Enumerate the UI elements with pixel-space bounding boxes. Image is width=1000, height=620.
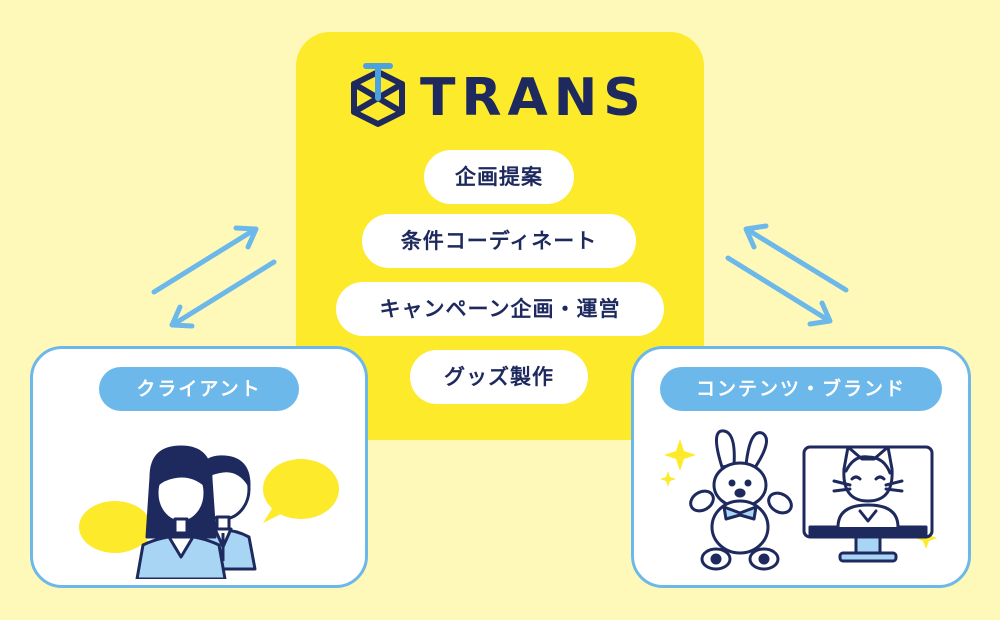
client-card: クライアント	[30, 346, 368, 588]
trans-logo-mark-icon	[351, 63, 405, 127]
service-goods: グッズ製作	[410, 350, 588, 404]
contents-brand-card: コンテンツ・ブランド	[631, 346, 971, 588]
service-proposal: 企画提案	[424, 150, 574, 204]
trans-logo: TRANS	[346, 62, 656, 132]
trans-service-panel: TRANS 企画提案 条件コーディネート キャンペーン企画・運営 グッズ製作	[296, 32, 704, 440]
business-people-icon	[79, 445, 339, 579]
client-label: クライアント	[99, 367, 299, 411]
brand-name: TRANS	[420, 68, 647, 128]
right-bidirectional-arrow-icon	[725, 223, 849, 327]
plush-toy-and-monitor-icon	[660, 429, 937, 571]
contents-brand-label: コンテンツ・ブランド	[660, 367, 942, 411]
service-campaign: キャンペーン企画・運営	[336, 282, 664, 336]
service-coordination: 条件コーディネート	[362, 214, 636, 268]
left-bidirectional-arrow-icon	[151, 225, 277, 329]
